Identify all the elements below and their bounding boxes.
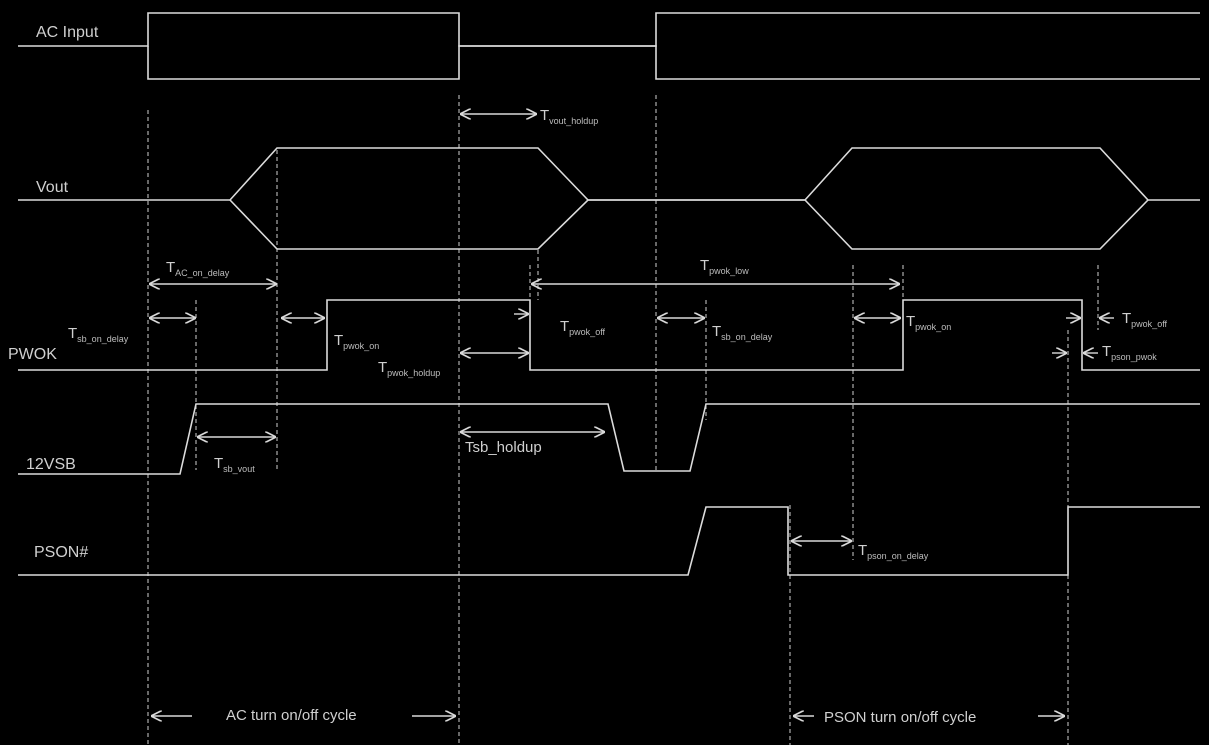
timing-sb-on-delay: Tsb_on_delay [68, 325, 129, 344]
timing-pwok-low: Tpwok_low [700, 257, 749, 276]
vout-wave-bottom [229, 199, 1149, 250]
label-12vsb: 12VSB [26, 456, 76, 473]
ac-input-wave-bottom [147, 45, 1200, 80]
signal-labels: AC Input Vout PWOK 12VSB PSON# [8, 24, 99, 561]
pson-wave [18, 506, 1200, 576]
timing-arrows [150, 114, 1114, 716]
timing-ac-on-delay: TAC_on_delay [166, 259, 230, 278]
pwok-wave [18, 299, 1200, 371]
12vsb-wave [18, 403, 1200, 475]
timing-pwok-holdup: Tpwok_holdup [378, 359, 440, 378]
timing-pwok-on-2: Tpwok_on [906, 313, 951, 332]
timing-pwok-off: Tpwok_off [560, 318, 606, 337]
timing-pwok-off-2: Tpwok_off [1122, 310, 1168, 329]
timing-pwok-on-1: Tpwok_on [334, 332, 379, 351]
label-ac-cycle: AC turn on/off cycle [226, 707, 357, 724]
timing-labels: Tvout_holdup TAC_on_delay Tpwok_low Tsb_… [68, 107, 1168, 561]
timing-sb-holdup: Tsb_holdup [465, 439, 542, 456]
timing-sb-vout: Tsb_vout [214, 455, 255, 474]
vout-wave-top [18, 147, 1200, 201]
waveforms [18, 12, 1200, 576]
timing-pson-pwok: Tpson_pwok [1102, 343, 1157, 362]
guide-lines [147, 95, 1099, 745]
label-pson: PSON# [34, 544, 88, 561]
label-pson-cycle: PSON turn on/off cycle [824, 709, 976, 726]
timing-pson-on-delay: Tpson_on_delay [858, 542, 929, 561]
timing-sb-on-delay-2: Tsb_on_delay [712, 323, 773, 342]
label-ac-input: AC Input [36, 24, 99, 41]
cycle-labels: AC turn on/off cycle PSON turn on/off cy… [226, 707, 976, 726]
label-pwok: PWOK [8, 346, 57, 363]
timing-vout-holdup: Tvout_holdup [540, 107, 598, 126]
ac-input-wave-top [18, 12, 1200, 47]
label-vout: Vout [36, 179, 69, 196]
